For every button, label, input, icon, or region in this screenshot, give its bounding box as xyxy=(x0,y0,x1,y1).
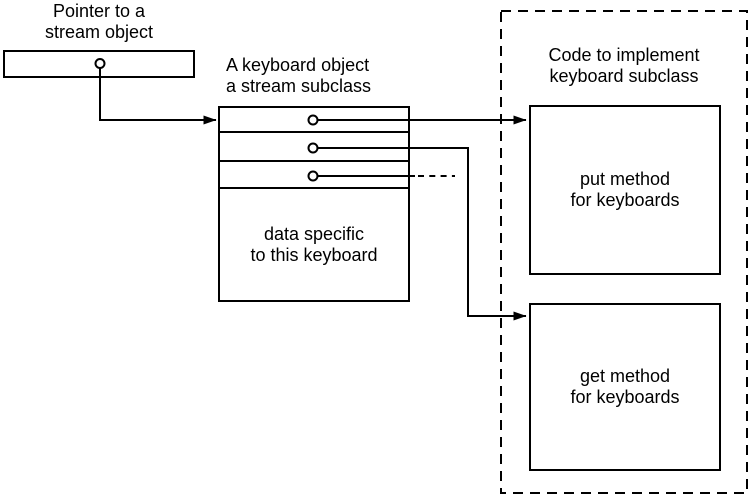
keyboard-data-section: data specific to this keyboard xyxy=(220,189,408,300)
keyboard-object-label: A keyboard object a stream subclass xyxy=(226,55,372,96)
stream-pointer-box xyxy=(3,50,195,78)
keyboard-object-box: data specific to this keyboard xyxy=(218,106,410,302)
get-method-box: get method for keyboards xyxy=(529,303,721,471)
put-method-box: put method for keyboards xyxy=(529,105,721,275)
method-slot-row-get xyxy=(220,133,408,162)
method-slot-row-other xyxy=(220,162,408,189)
pointer-to-stream-label: Pointer to a stream object xyxy=(44,1,154,42)
put-method-label: put method for keyboards xyxy=(570,169,680,210)
keyboard-data-label: data specific to this keyboard xyxy=(250,223,378,265)
code-module-label: Code to implement keyboard subclass xyxy=(548,45,700,86)
get-method-label: get method for keyboards xyxy=(570,366,680,407)
method-slot-row-put xyxy=(220,108,408,133)
